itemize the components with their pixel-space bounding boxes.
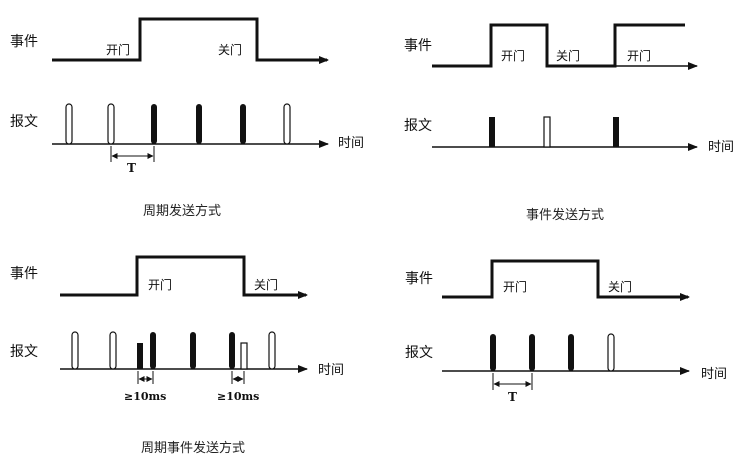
message-pulse-solid (151, 104, 157, 144)
message-pulse-hollow (283, 103, 291, 145)
message-pulse-solid (196, 104, 202, 144)
message-row-label: 报文 (10, 344, 38, 360)
message-pulse-hollow (607, 333, 615, 372)
caption-event: 事件发送方式 (526, 208, 605, 223)
panel-event-periodic: 事件 报文 时间 开门 关门 T (405, 259, 727, 404)
caption-periodic: 周期发送方式 (143, 204, 222, 219)
event-row-label: 事件 (405, 271, 433, 287)
message-pulse-hollow (268, 331, 276, 370)
period-label: T (127, 161, 136, 175)
message-row-label: 报文 (10, 114, 38, 130)
message-pulse-solid (489, 117, 495, 147)
panel-periodic-event: 事件 报文 时间 开门 关门 ≥10ms ≥10ms (10, 255, 344, 403)
message-pulse-solid (568, 334, 574, 371)
time-axis-label: 时间 (701, 367, 727, 382)
message-pulse-solid (190, 332, 196, 369)
message-pulse-solid (150, 332, 156, 369)
caption-periodic-event: 周期事件发送方式 (141, 441, 246, 456)
event-close-label: 关门 (218, 42, 242, 57)
message-pulse-solid (137, 343, 143, 369)
event-open-label: 开门 (501, 48, 525, 63)
time-axis-label: 时间 (318, 363, 344, 378)
message-pulse-solid (613, 117, 619, 147)
message-pulse-hollow (107, 103, 115, 145)
min-gap-label: ≥10ms (217, 390, 259, 403)
event-signal-line (442, 259, 688, 299)
event-row-label: 事件 (10, 34, 38, 50)
event-close-label: 关门 (608, 279, 632, 294)
event-close-label: 关门 (556, 48, 580, 63)
message-row-label: 报文 (404, 118, 432, 134)
event-signal-line (60, 255, 306, 297)
message-pulse-hollow (240, 342, 248, 370)
time-axis-label: 时间 (708, 140, 734, 155)
event-row-label: 事件 (10, 266, 38, 282)
min-gap-label: ≥10ms (124, 390, 166, 403)
message-pulse-hollow (65, 103, 73, 145)
event-close-label: 关门 (254, 277, 278, 292)
time-axis-label: 时间 (338, 136, 364, 151)
event-open-label: 开门 (106, 42, 130, 57)
event-open-label: 开门 (148, 277, 172, 292)
period-label: T (508, 390, 517, 404)
message-pulse-hollow (543, 116, 551, 148)
message-pulse-solid (529, 334, 535, 371)
panel-periodic: 事件 报文 时间 开门 关门 T (10, 17, 364, 175)
message-pulse-solid (229, 332, 235, 369)
event-signal-line (52, 17, 327, 62)
panel-event: 事件 报文 时间 开门 关门 开门 (404, 23, 734, 155)
event-signal-line (432, 23, 685, 68)
message-pulse-solid (240, 104, 246, 144)
event-row-label: 事件 (404, 38, 432, 54)
event-open-label: 开门 (503, 279, 527, 294)
message-row-label: 报文 (405, 345, 433, 361)
message-pulse-hollow (109, 331, 117, 370)
event-open-label: 开门 (627, 48, 651, 63)
message-pulse-hollow (71, 331, 79, 370)
message-pulse-solid (490, 334, 496, 371)
